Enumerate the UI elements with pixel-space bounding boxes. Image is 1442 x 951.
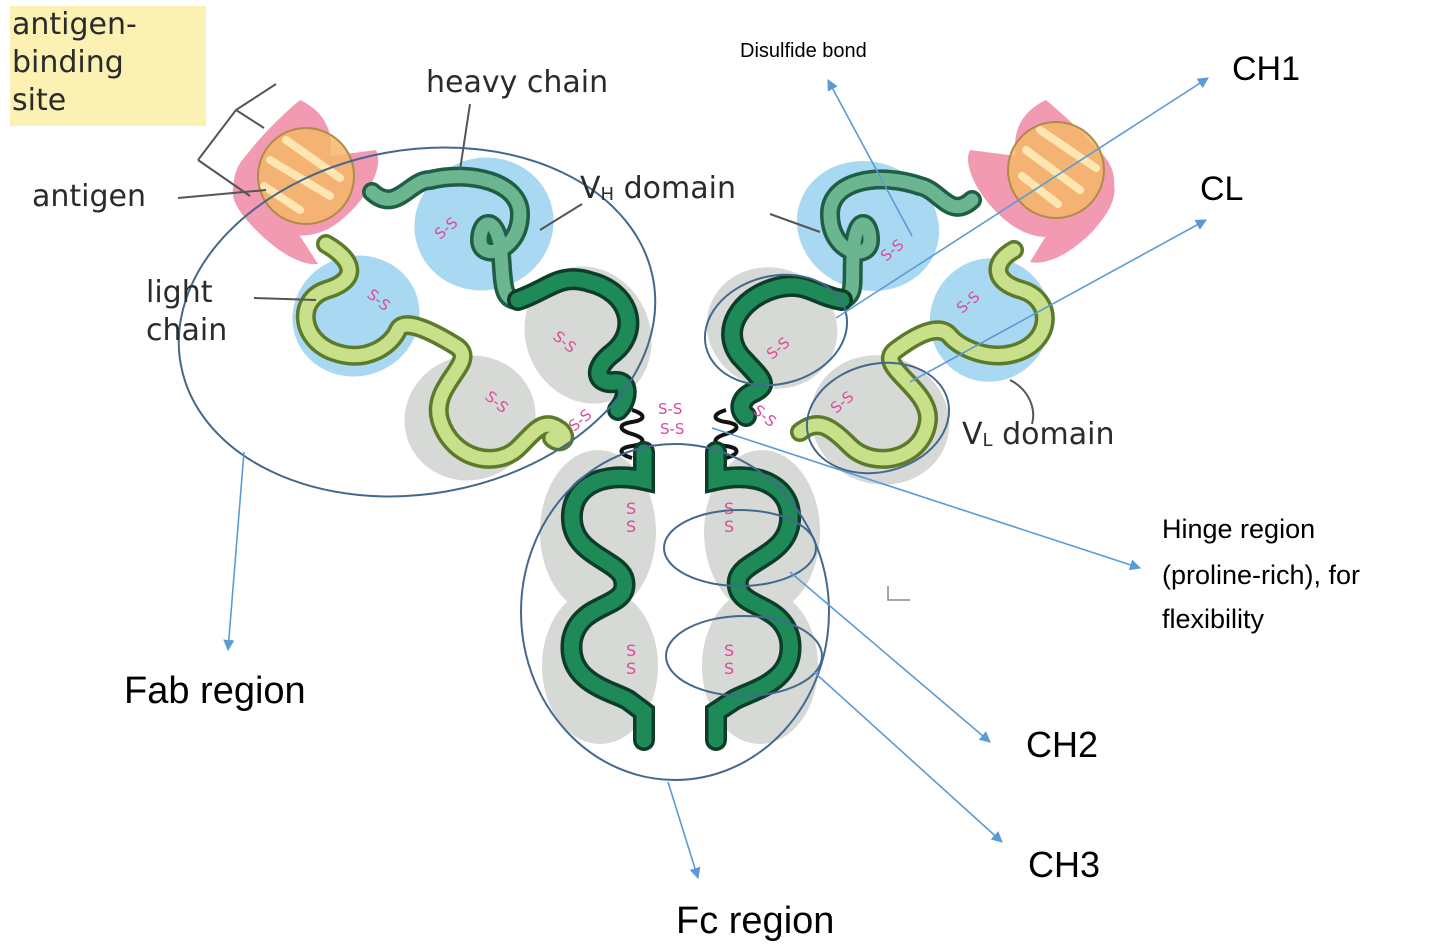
fc-region-arrow <box>668 782 698 878</box>
antigen-binding-site-label-3: site <box>12 84 66 119</box>
antigen-binding-site-label-2: binding <box>12 46 124 81</box>
vl-domain-main: V <box>962 417 983 452</box>
ch3-arrow <box>814 672 1002 842</box>
hinge-region-label-2: (proline-rich), for <box>1162 560 1360 591</box>
disulfide-bond-label: Disulfide bond <box>740 40 867 63</box>
vh-domain-label: VH domain <box>580 172 736 207</box>
ch1-label: CH1 <box>1232 50 1300 89</box>
ss-fc-ch3-left-1: S <box>626 641 636 660</box>
fc-region-label: Fc region <box>676 900 834 944</box>
ss-fc-ch2-left-2: S <box>626 517 636 536</box>
hinge-region-label-1: Hinge region <box>1162 514 1315 545</box>
antigen-binding-site-label-1: antigen- <box>12 8 137 43</box>
ss-fc-ch3-right-2: S <box>724 659 734 678</box>
ch2-label: CH2 <box>1026 724 1098 765</box>
heavy-chain-label: heavy chain <box>426 66 608 101</box>
ss-fc-ch2-right-2: S <box>724 517 734 536</box>
light-chain-label-2: chain <box>146 314 227 349</box>
fc-stem <box>540 410 820 744</box>
vl-domain-label: VL domain <box>962 418 1114 453</box>
light-chain-label-1: light <box>146 276 213 311</box>
vh-domain-rest: domain <box>614 171 736 206</box>
antigen-label: antigen <box>32 180 146 215</box>
vh-domain-sub: H <box>601 184 615 205</box>
vl-domain-rest: domain <box>993 417 1115 452</box>
ss-hinge-bottom: S-S <box>660 420 684 438</box>
ss-right-hinge-lc: S-S <box>749 401 779 431</box>
ss-fc-ch2-left-1: S <box>626 499 636 518</box>
fab-region-arrow <box>228 452 244 650</box>
hinge-region-label-3: flexibility <box>1162 604 1264 635</box>
ss-fc-ch3-right-1: S <box>724 641 734 660</box>
ss-fc-ch3-left-2: S <box>626 659 636 678</box>
fab-region-label: Fab region <box>124 670 306 714</box>
stray-mark <box>888 586 910 600</box>
ch2-arrow <box>790 572 990 742</box>
vl-domain-sub: L <box>983 430 993 451</box>
ch3-label: CH3 <box>1028 844 1100 885</box>
ss-hinge-top: S-S <box>658 400 682 418</box>
ss-fc-ch2-right-1: S <box>724 499 734 518</box>
cl-label: CL <box>1200 170 1243 209</box>
vh-domain-main: V <box>580 171 601 206</box>
